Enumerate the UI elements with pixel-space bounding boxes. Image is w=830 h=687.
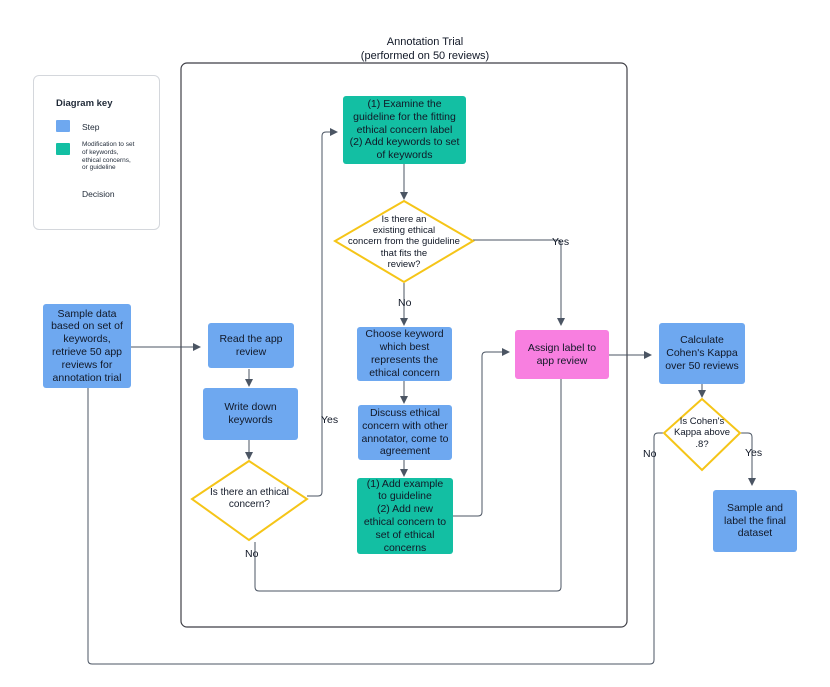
- edge-label-ethical-yes: Yes: [321, 414, 339, 426]
- annotation-trial-frame: [180, 62, 628, 628]
- decision-kappa-label: Is Cohen's Kappa above .8?: [674, 415, 730, 450]
- key-modification-label: Modification to set of keywords, ethical…: [82, 141, 135, 172]
- decision-kappa: [662, 397, 742, 472]
- annotation-trial-title: Annotation Trial (performed on 50 review…: [300, 36, 550, 64]
- node-examine-guideline: (1) Examine the guideline for the fittin…: [343, 96, 466, 164]
- edge-ethical-no: [254, 364, 565, 592]
- trial-title-line1: Annotation Trial: [386, 36, 464, 48]
- decision-is-ethical: [190, 459, 309, 542]
- edge-label-kappa-yes: Yes: [745, 447, 763, 459]
- node-discuss-concern: Discuss ethical concern with other annot…: [358, 405, 452, 460]
- node-final-dataset: Sample and label the final dataset: [713, 490, 797, 552]
- edge-label-existing-yes: Yes: [552, 236, 570, 248]
- decision-is-ethical-label: Is there an ethical concern?: [210, 487, 289, 510]
- edge-kappa-no: [84, 365, 664, 665]
- key-step-swatch: [56, 120, 70, 132]
- node-write-keywords: Write down keywords: [203, 388, 298, 440]
- key-modification-swatch: [56, 143, 70, 155]
- decision-existing-label: Is there an existing ethical concern fro…: [348, 213, 460, 271]
- diagram-key: Diagram key Step Modification to set of …: [33, 75, 160, 230]
- node-add-example: (1) Add example to guideline (2) Add new…: [357, 478, 453, 554]
- node-assign-label: Assign label to app review: [515, 330, 609, 379]
- trial-title-line2: (performed on 50 reviews): [360, 49, 490, 62]
- edge-add-assign: [453, 348, 510, 517]
- key-decision-label: Decision: [82, 189, 115, 199]
- edge-label-kappa-no: No: [643, 448, 657, 460]
- node-choose-keyword: Choose keyword which best represents the…: [357, 327, 452, 381]
- edge-label-existing-no: No: [398, 297, 412, 309]
- node-read-review: Read the app review: [208, 323, 294, 368]
- node-calculate-kappa: Calculate Cohen's Kappa over 50 reviews: [659, 323, 745, 384]
- key-title: Diagram key: [56, 98, 113, 109]
- edge-label-ethical-no: No: [245, 548, 259, 560]
- edge-ethical-yes: [307, 128, 338, 497]
- node-sample-data: Sample data based on set of keywords, re…: [43, 304, 131, 388]
- edge-existing-yes: [473, 239, 565, 326]
- decision-existing: [333, 199, 475, 284]
- edge-kappa-yes: [740, 432, 756, 486]
- key-step-label: Step: [82, 122, 100, 132]
